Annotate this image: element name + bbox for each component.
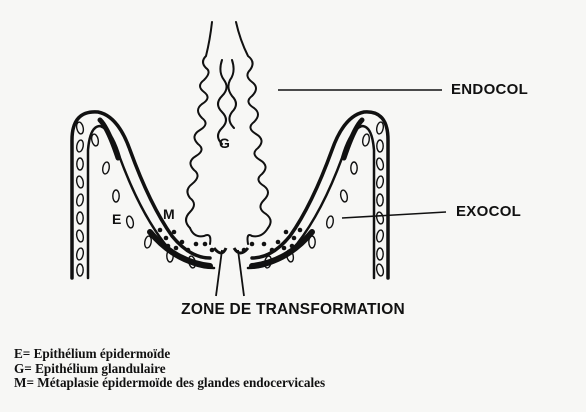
squamous-cell <box>76 121 85 134</box>
canal-bottom-right <box>248 228 269 244</box>
region-e-label: E <box>112 211 121 227</box>
metaplasia-dot <box>262 242 267 247</box>
os-right-notch <box>234 248 248 253</box>
squamous-cell <box>309 236 315 248</box>
squamous-cells <box>76 121 385 276</box>
squamous-cell <box>326 216 334 229</box>
canal-left-wall <box>186 22 212 228</box>
squamous-cell <box>91 133 100 146</box>
metaplasia-dot <box>282 246 287 251</box>
squamous-cell <box>377 140 383 152</box>
metaplasia-dot <box>290 244 295 249</box>
metaplasia-dot <box>180 240 185 245</box>
squamous-cell <box>376 122 384 135</box>
legend-item-m: M= Métaplasie épidermoïde des glandes en… <box>14 376 584 391</box>
region-m-label: M <box>163 206 175 222</box>
metaplasia-dot <box>166 244 171 249</box>
legend-item-g: G= Epithélium glandulaire <box>14 362 584 377</box>
squamous-cell <box>377 248 383 260</box>
right-lobe-outer <box>252 112 388 278</box>
squamous-cell <box>376 157 385 170</box>
squamous-cell <box>376 263 385 276</box>
legend-item-e: E= Epithélium épidermoïde <box>14 347 584 362</box>
squamous-cell <box>102 162 110 175</box>
legend: E= Epithélium épidermoïde G= Epithélium … <box>14 347 584 391</box>
metaplasia-dot <box>276 240 281 245</box>
squamous-cell <box>76 248 84 261</box>
metaplasia-dot <box>203 242 208 247</box>
metaplasia-dot <box>174 246 179 251</box>
canal-right-inner <box>228 60 236 128</box>
squamous-cell <box>77 264 83 276</box>
os-left-notch <box>214 248 226 253</box>
right-inner-lining <box>344 120 362 158</box>
metaplasia-dot <box>292 236 297 241</box>
metaplasia-dots <box>158 228 303 253</box>
squamous-cell <box>376 211 385 224</box>
exocol-label: EXOCOL <box>456 203 521 220</box>
squamous-cell <box>77 212 83 224</box>
metaplasia-dot <box>250 242 255 247</box>
metaplasia-dot <box>158 228 163 233</box>
squamous-cell <box>144 236 152 249</box>
squamous-cell <box>113 190 119 202</box>
metaplasia-dot <box>284 230 289 235</box>
squamous-cell <box>362 134 370 147</box>
external-os <box>214 248 248 296</box>
squamous-cell <box>340 189 349 202</box>
metaplasia-dot <box>186 248 191 253</box>
squamous-cell <box>126 215 135 228</box>
diagram-caption: ZONE DE TRANSFORMATION <box>0 301 586 319</box>
canal-left-inner <box>218 60 227 144</box>
endocol-label: ENDOCOL <box>451 81 528 98</box>
left-inner-lining <box>100 120 118 158</box>
left-lobe-outer <box>72 112 210 278</box>
squamous-cell <box>76 194 84 207</box>
metaplasia-dot <box>172 230 177 235</box>
squamous-cell <box>76 175 85 188</box>
squamous-cell <box>76 140 84 153</box>
os-left-line <box>216 250 222 296</box>
metaplasia-dot <box>194 242 199 247</box>
os-right-line <box>238 250 244 296</box>
metaplasia-dot <box>164 236 169 241</box>
squamous-cell <box>76 229 85 242</box>
squamous-cell <box>377 194 383 206</box>
squamous-cell <box>77 158 83 170</box>
squamous-cell <box>376 176 384 189</box>
metaplasia-dot <box>270 248 275 253</box>
canal-right-wall <box>236 22 271 228</box>
region-g-label: G <box>219 135 230 151</box>
squamous-cell <box>351 162 357 174</box>
metaplasia-dot <box>298 228 303 233</box>
canal-bottom-left <box>190 228 210 244</box>
endocol-glandular-folds <box>186 22 271 244</box>
exocol-leader-line <box>342 212 446 218</box>
squamous-cell <box>376 230 384 243</box>
